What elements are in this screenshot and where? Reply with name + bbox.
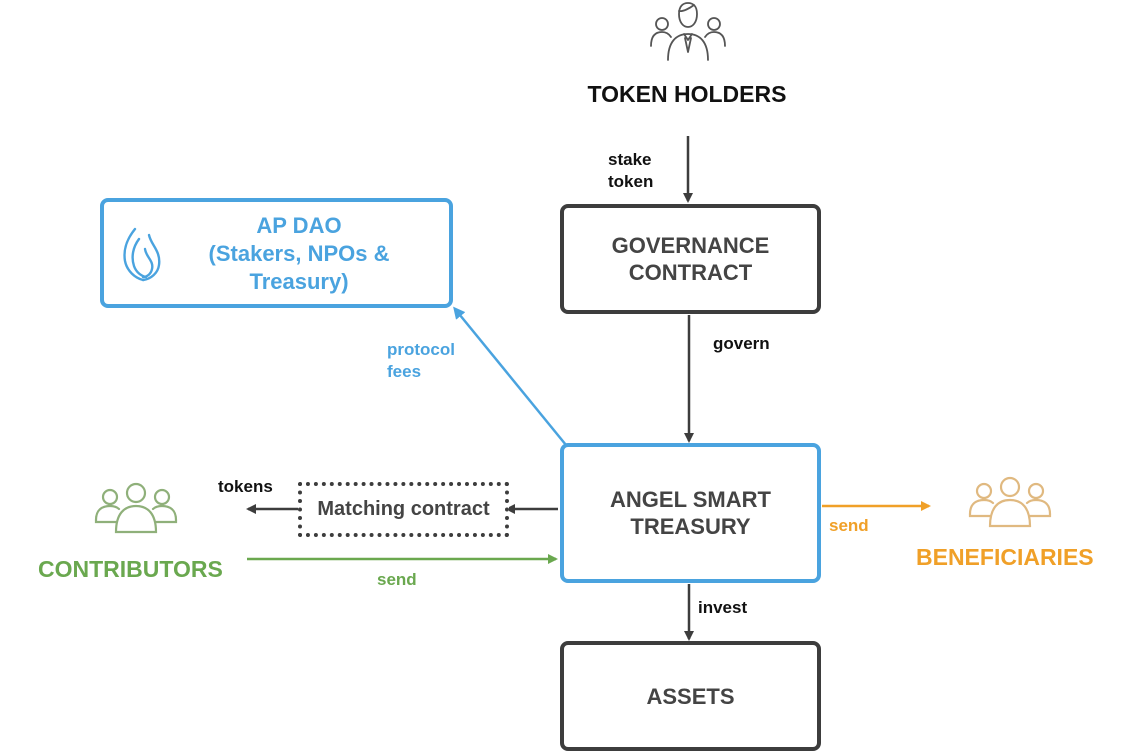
treasury-line2: TREASURY <box>630 514 751 539</box>
ap-dao-line2: (Stakers, NPOs & <box>208 241 390 266</box>
beneficiaries-label: BENEFICIARIES <box>916 544 1094 570</box>
group-icon <box>94 482 178 534</box>
protocol-fees-label: protocol fees <box>387 339 455 383</box>
angel-smart-treasury-node: ANGEL SMART TREASURY <box>560 443 821 583</box>
people-group-icon <box>650 2 726 61</box>
ap-dao-text: AP DAO (Stakers, NPOs & Treasury) <box>190 212 408 296</box>
ap-dao-line3: Treasury) <box>249 269 349 294</box>
assets-node: ASSETS <box>560 641 821 751</box>
treasury-line1: ANGEL SMART <box>610 487 771 512</box>
token-holders-label: TOKEN HOLDERS <box>587 81 787 107</box>
stake-token-label: stake token <box>608 149 653 193</box>
ap-dao-line1: AP DAO <box>256 213 342 238</box>
flame-icon <box>123 227 161 282</box>
ap-dao-node <box>100 198 453 308</box>
protocol-fees-line2: fees <box>387 362 422 381</box>
contributors-label: CONTRIBUTORS <box>38 556 223 582</box>
assets-label: ASSETS <box>646 683 735 709</box>
tokens-label: tokens <box>218 477 273 496</box>
stake-label-line1: stake <box>608 150 652 169</box>
protocol-fees-line1: protocol <box>387 340 455 359</box>
governance-line1: GOVERNANCE <box>611 233 770 258</box>
governance-contract-node: GOVERNANCE CONTRACT <box>560 204 821 314</box>
governance-line2: CONTRACT <box>628 260 753 285</box>
govern-label: govern <box>713 334 770 353</box>
contributors-send-label: send <box>377 570 417 589</box>
arrow-protocol-fees <box>453 306 567 446</box>
matching-contract-node: Matching contract <box>298 482 509 537</box>
invest-label: invest <box>698 598 748 617</box>
group-icon <box>968 476 1052 528</box>
matching-contract-label: Matching contract <box>317 498 490 520</box>
stake-label-line2: token <box>608 172 654 191</box>
beneficiaries-send-label: send <box>829 516 869 535</box>
